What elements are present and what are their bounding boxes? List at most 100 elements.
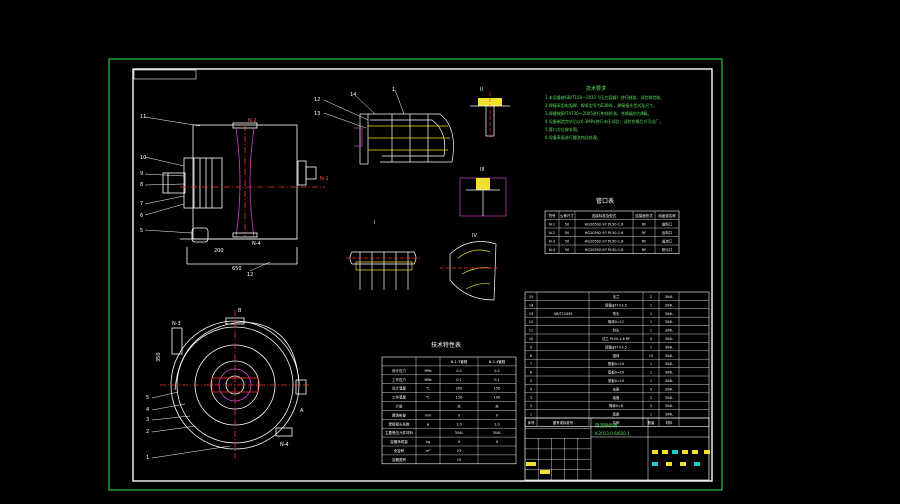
label-n4: N-4 <box>252 241 261 247</box>
parts-cell: 法兰 PL50-1.6 RF <box>602 336 630 341</box>
tech-cell: 0.2 <box>494 369 500 373</box>
parts-cell: 304L <box>665 379 673 383</box>
inlet-box <box>183 157 223 209</box>
nozzle-header-cell: 连接面形式 <box>635 213 653 218</box>
parts-cell: 15 <box>529 295 533 299</box>
title-block-mark <box>692 450 698 454</box>
parts-cell: 锥体 <box>613 353 620 358</box>
nozzle-cell: 进料口 <box>662 222 673 227</box>
title-block-number: K-2013-0.6/650-1 <box>595 431 630 436</box>
tech-cell: 1.0 <box>494 422 500 426</box>
detail-iv-view: IV <box>440 233 500 301</box>
parts-cell: 1 <box>650 379 652 383</box>
parts-cell: 304L <box>665 329 673 333</box>
tech-table-title: 技术特性表 <box>431 341 461 349</box>
parts-header-cell: 数量 <box>648 420 655 425</box>
parts-cell: 底板δ=10 <box>608 378 624 383</box>
tech-cell: 150 <box>456 396 463 400</box>
tech-cell: 介质 <box>396 404 404 409</box>
nozzle-cell: RF <box>642 240 646 244</box>
tech-cell: 9 <box>496 440 498 444</box>
parts-cell: 支座 <box>613 386 620 391</box>
tech-cell: 1.0 <box>456 422 462 426</box>
nozzle-table-title: 管口表 <box>596 197 614 205</box>
nozzle-cell: 溢流口 <box>662 239 673 244</box>
parts-cell: 2 <box>530 404 532 408</box>
parts-cell: 304L <box>665 295 673 299</box>
parts-cell: 304L <box>665 404 673 408</box>
nozzle-cell: N-3 <box>549 240 555 244</box>
plan-label-a: A <box>300 408 304 414</box>
detail-i-leaders <box>323 89 405 129</box>
title-block-mark <box>680 462 686 466</box>
balloon-13: 13 <box>314 111 320 117</box>
technical-notes: 技术要求 1.本设备按GB/T150—2011《压力容器》进行制造、试验和验收。… <box>545 85 664 140</box>
tech-cell: ℃ <box>426 387 430 391</box>
tech-cell: m³ <box>426 449 431 453</box>
detail-ii-title: II <box>480 87 483 93</box>
tech-cell: 设计温度 <box>392 386 406 391</box>
parts-cell: 1 <box>650 371 652 375</box>
title-block-mark <box>694 462 700 466</box>
parts-cell: 7 <box>530 362 532 366</box>
balloon-1b: 1 <box>392 87 395 93</box>
parts-cell: 9 <box>530 345 532 349</box>
tech-cell: kg <box>426 440 430 444</box>
plan-balloon-3: 3 <box>146 417 149 423</box>
section-i-title: I <box>374 220 375 226</box>
nozzle-cell: N-4 <box>549 248 556 252</box>
tech-cell: 23 <box>457 449 461 453</box>
parts-cell: 2 <box>650 295 652 299</box>
nozzle-cell: HG20592-97 PL50-1.6 <box>585 248 624 252</box>
parts-cell: 1 <box>650 320 652 324</box>
parts-cell: 2 <box>650 404 652 408</box>
parts-cell: 4 <box>530 387 532 391</box>
tech-cell: 容器净质量 <box>390 439 408 444</box>
table-border <box>544 210 680 254</box>
nozzle-cell: RF <box>642 223 646 227</box>
parts-cell: 11 <box>529 329 533 333</box>
parts-cell: 法兰 <box>613 294 620 299</box>
title-block-mark <box>704 450 710 454</box>
plan-view-leaders <box>151 391 231 459</box>
nozzle-cell: 排污口 <box>662 247 673 252</box>
detail-i-view <box>354 113 454 165</box>
tech-cell: 水 <box>457 404 461 409</box>
title-block-mark <box>540 470 550 474</box>
parts-cell: 1 <box>650 362 652 366</box>
nozzle-header-cell: 连接标准及型式 <box>592 213 617 218</box>
nozzle-cell: 50 <box>565 240 569 244</box>
plan-dim-350: 350 <box>156 352 162 362</box>
tech-cell: 0 <box>496 413 498 417</box>
detail-iv-title: IV <box>472 233 477 239</box>
parts-cell: 弯头 <box>613 311 620 316</box>
parts-cell: 1 <box>650 303 652 307</box>
tech-cell: 0.2 <box>456 369 462 373</box>
tech-cell: 9 <box>458 440 460 444</box>
corner-tag <box>133 69 197 80</box>
dim-650: 650 <box>232 266 242 272</box>
nozzle-cell: N-1 <box>549 223 555 227</box>
balloon-12: 12 <box>247 272 253 278</box>
nozzle-cell: 出料口 <box>662 230 673 235</box>
tech-cell: 工作温度 <box>392 395 406 400</box>
note-6: 6.设备表面进行酸洗钝化处理。 <box>545 134 601 140</box>
parts-cell: 304L <box>665 387 673 391</box>
parts-cell: 304L <box>665 413 673 417</box>
parts-cell: 2 <box>650 396 652 400</box>
parts-cell: 13 <box>529 312 533 316</box>
tech-cell: 腐蚀裕量 <box>392 412 406 417</box>
title-block-mark <box>672 450 678 454</box>
title-block-mark <box>652 450 658 454</box>
balloon-12b: 12 <box>314 97 320 103</box>
detail-ii-view: II <box>470 87 510 140</box>
note-4: 4.设备制造完毕后以0.3MPa进行水压试验，试验合格后方可出厂。 <box>545 118 663 124</box>
nozzle-cell: 50 <box>565 231 569 235</box>
tech-cell: 工作压力 <box>392 377 406 382</box>
parts-cell: 1 <box>650 413 652 417</box>
tech-cell: 150 <box>494 387 501 391</box>
front-view-balloons: 11 10 9 8 7 6 5 12 N-1 N-2 N-4 200 650 <box>140 114 329 278</box>
nozzle-cell: HG20592-97 PL50-1.6 <box>585 231 624 235</box>
label-n1: N-1 <box>320 176 329 182</box>
